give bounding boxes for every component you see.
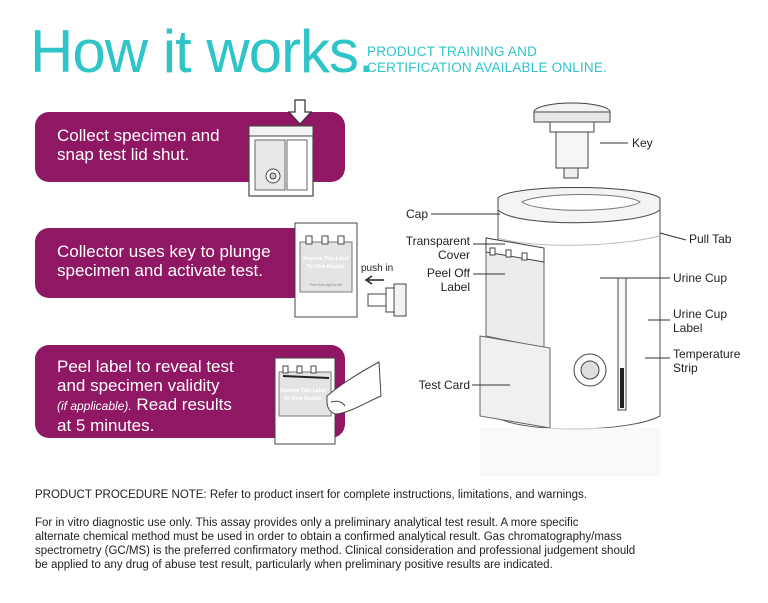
callout-key: Key	[632, 136, 653, 150]
step-2-text: Collector uses key to plunge specimen an…	[57, 242, 271, 280]
step-3-line-3: (if applicable). Read results	[57, 395, 234, 416]
step-2-line-2: specimen and activate test.	[57, 261, 264, 280]
callout-transparent-cover: Transparent Cover	[390, 234, 470, 262]
step-2-line-1: Collector uses key to plunge	[57, 242, 271, 261]
temperature-strip-line-2: Strip	[673, 361, 698, 375]
disclaimer-line-3: spectrometry (GC/MS) is the preferred co…	[35, 545, 636, 557]
callout-urine-cup-label: Urine Cup Label	[673, 307, 727, 335]
push-in-label: push in	[361, 263, 394, 274]
callout-test-card: Test Card	[418, 378, 470, 392]
test-card-illustration: Remove This Label To View Results Peel f…	[294, 222, 358, 318]
card-label-line-1: Remove This Label	[303, 256, 349, 262]
step-3-text: Peel label to reveal test and specimen v…	[57, 357, 234, 435]
callout-pull-tab: Pull Tab	[689, 232, 732, 246]
peel-label-line-1: Remove This Label	[280, 388, 326, 394]
subtitle-line-1: PRODUCT TRAINING AND	[367, 44, 538, 59]
card-label-line-2: To View Results	[307, 264, 345, 270]
callout-temperature-strip: Temperature Strip	[673, 347, 740, 375]
step-3-line-2: and specimen validity	[57, 376, 220, 395]
peel-label-line-2: To View Results	[284, 396, 322, 402]
disclaimer-line-2: alternate chemical method must be used i…	[35, 531, 622, 543]
peel-off-label-line-2: Label	[440, 280, 470, 294]
disclaimer-line-4: be applied to any drug of abuse test res…	[35, 559, 553, 571]
key-icon	[533, 102, 611, 179]
step-2-panel: Collector uses key to plunge specimen an…	[35, 228, 345, 298]
callout-cap: Cap	[405, 207, 428, 221]
urine-cup-label-line-1: Urine Cup	[673, 307, 728, 321]
procedure-note: PRODUCT PROCEDURE NOTE: Refer to product…	[35, 489, 587, 501]
callout-peel-off-label: Peel Off Label	[400, 266, 470, 294]
peel-off-label-line-1: Peel Off	[426, 266, 470, 280]
step-3-line-4: at 5 minutes.	[57, 416, 155, 435]
subtitle-line-2: CERTIFICATION AVAILABLE ONLINE.	[367, 60, 608, 75]
push-arrow-icon	[364, 275, 384, 285]
step-3-line-1: Peel label to reveal test	[57, 357, 234, 376]
peel-label-illustration: Remove This Label To View Results	[274, 357, 382, 445]
step-1-line-2: snap test lid shut.	[57, 145, 190, 164]
callout-urine-cup: Urine Cup	[673, 271, 728, 285]
disclaimer: For in vitro diagnostic use only. This a…	[35, 516, 715, 572]
cup-lid-illustration	[248, 99, 314, 197]
urine-cup-label-line-2: Label	[673, 321, 703, 335]
step-3-note: (if applicable).	[57, 399, 132, 413]
step-3-line-3-rest: Read results	[131, 395, 232, 414]
page-title: How it works.	[30, 18, 375, 85]
card-label-small: Peel from right to left	[310, 283, 342, 287]
temperature-strip-line-1: Temperature	[673, 347, 741, 361]
transparent-cover-line-1: Transparent	[405, 234, 470, 248]
disclaimer-line-1: For in vitro diagnostic use only. This a…	[35, 517, 579, 529]
key-insert-illustration	[367, 283, 407, 317]
training-subtitle: PRODUCT TRAINING AND CERTIFICATION AVAIL…	[367, 44, 607, 76]
step-1-text: Collect specimen and snap test lid shut.	[57, 126, 220, 164]
step-1-line-1: Collect specimen and	[57, 126, 220, 145]
transparent-cover-line-2: Cover	[437, 248, 470, 262]
